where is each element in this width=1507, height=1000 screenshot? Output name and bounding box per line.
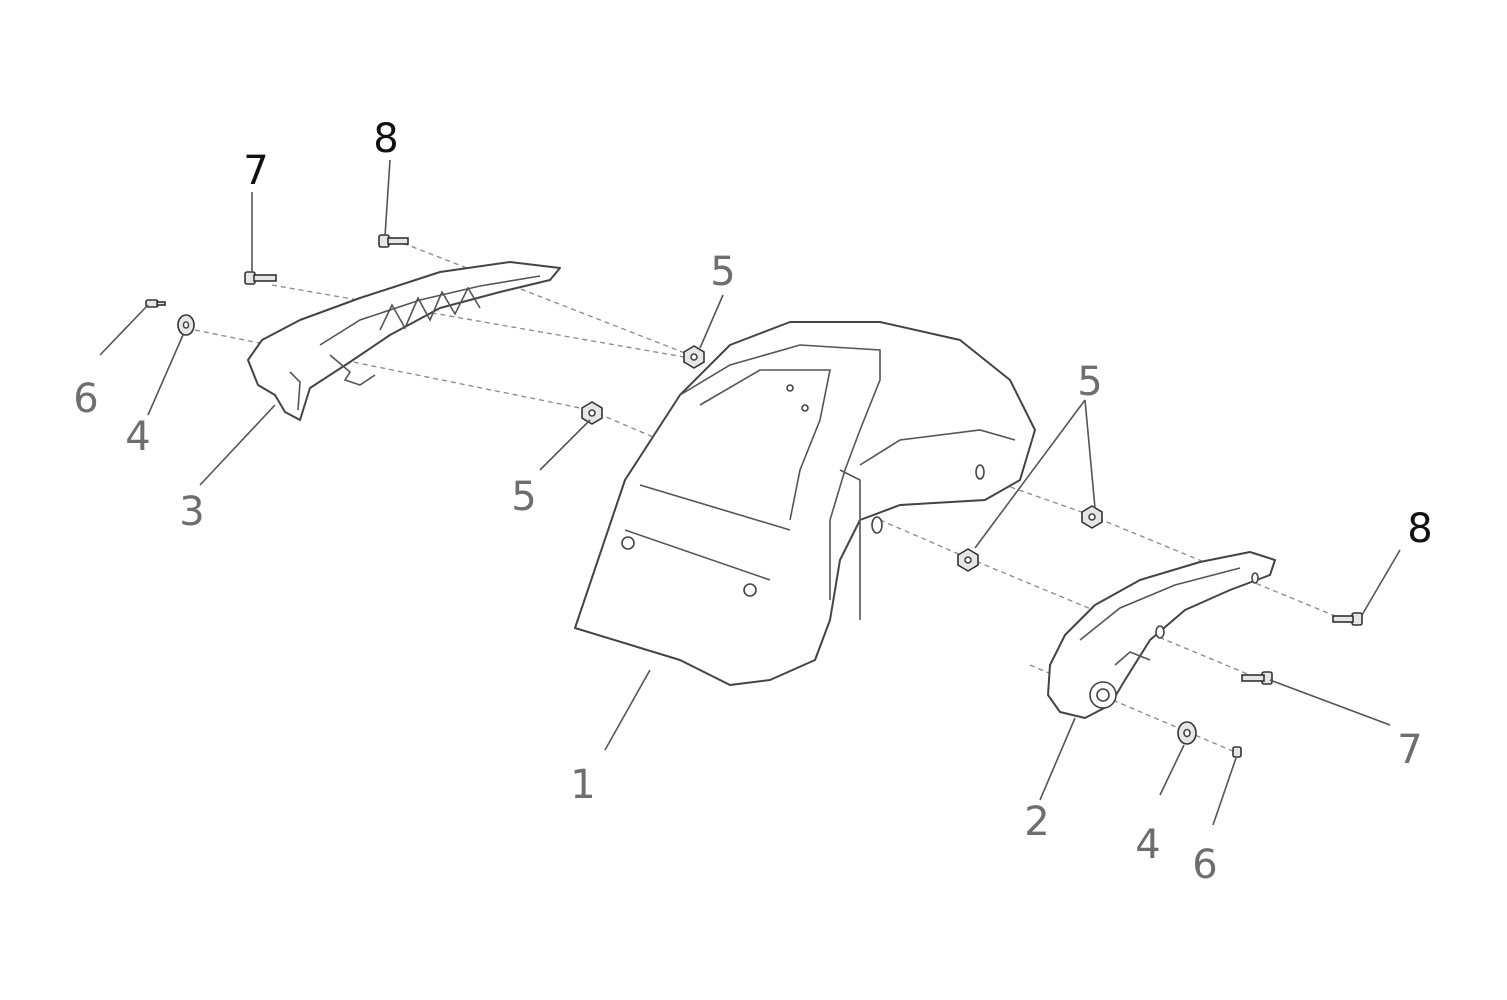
- screw-right: [1232, 746, 1242, 758]
- callout-5-lower-left: 5: [511, 474, 536, 520]
- callout-5-upper-left: 5: [710, 249, 735, 295]
- callout-4-right: 4: [1135, 822, 1160, 868]
- bolt-8-left: [378, 234, 409, 248]
- callout-5-right: 5: [1077, 359, 1102, 405]
- flange-nut-lower-right: [957, 548, 979, 572]
- washer-right: [1177, 721, 1197, 745]
- washer-left: [177, 314, 195, 336]
- left-grab-rail: [247, 261, 561, 421]
- bolt-8-right: [1332, 612, 1363, 626]
- callout-3: 3: [179, 489, 204, 535]
- rear-fender: [574, 321, 1036, 686]
- callout-1: 1: [570, 762, 595, 808]
- callout-4-left: 4: [125, 414, 150, 460]
- callout-6-right: 6: [1192, 842, 1217, 888]
- flange-nut-upper-right: [1081, 505, 1103, 529]
- callout-8-left: 8: [373, 116, 398, 162]
- flange-nut-upper-left: [683, 345, 705, 369]
- leader-lines: [99, 159, 1401, 826]
- callout-2: 2: [1024, 799, 1049, 845]
- callout-6-left: 6: [73, 376, 98, 422]
- screw-left: [145, 299, 166, 308]
- flange-nut-lower-left: [581, 401, 603, 425]
- callout-7-left: 7: [243, 148, 268, 194]
- bolt-7-left: [244, 271, 277, 285]
- bolt-7-right: [1241, 671, 1273, 685]
- callout-7-right: 7: [1397, 727, 1422, 773]
- callout-8-right: 8: [1407, 506, 1432, 552]
- callouts: 1 2 3 4 4 5 5 5 6 6 7 7 8 8: [73, 116, 1432, 888]
- right-grab-rail: [1047, 551, 1276, 719]
